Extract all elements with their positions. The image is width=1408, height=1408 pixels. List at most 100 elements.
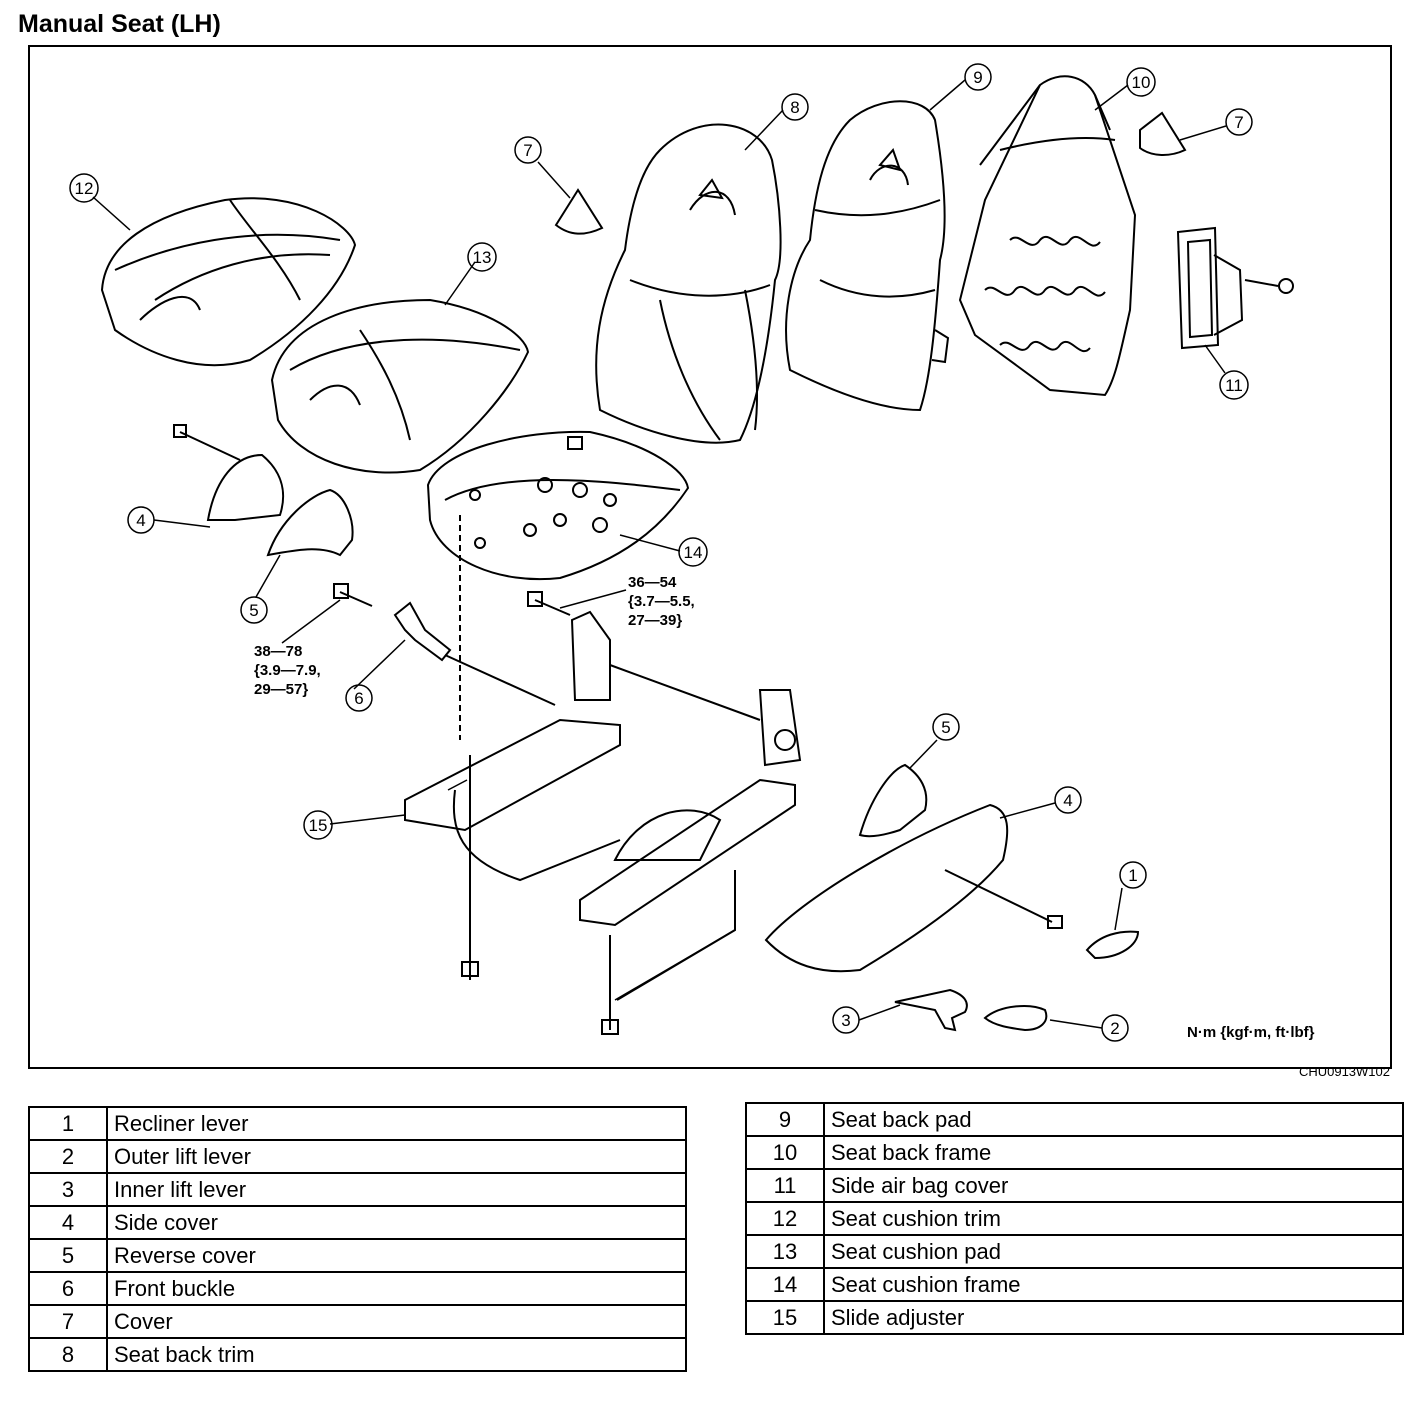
svg-text:6: 6 bbox=[354, 689, 363, 708]
part-number: 8 bbox=[28, 1337, 108, 1372]
side-cover-left-shape bbox=[206, 453, 285, 521]
part-name: Recliner lever bbox=[106, 1106, 687, 1141]
callout-14: 14 bbox=[678, 537, 708, 567]
part-name: Reverse cover bbox=[106, 1238, 687, 1273]
part-number: 11 bbox=[745, 1168, 825, 1203]
callout-13: 13 bbox=[467, 242, 497, 272]
part-name: Front buckle bbox=[106, 1271, 687, 1306]
part-name: Side cover bbox=[106, 1205, 687, 1240]
svg-text:7: 7 bbox=[523, 141, 532, 160]
callout-5-right: 5 bbox=[932, 713, 960, 741]
part-number: 7 bbox=[28, 1304, 108, 1339]
slide-adjuster-shape bbox=[404, 610, 802, 1035]
part-number: 14 bbox=[745, 1267, 825, 1302]
part-number: 9 bbox=[745, 1102, 825, 1137]
callout-6: 6 bbox=[345, 684, 373, 712]
torque-spec-36-54: 36—54 {3.7—5.5, 27—39} bbox=[628, 574, 695, 629]
cover-left-shape bbox=[554, 188, 604, 235]
svg-text:9: 9 bbox=[973, 68, 982, 87]
bolt-shapes bbox=[173, 424, 1063, 929]
callout-3: 3 bbox=[832, 1006, 860, 1034]
svg-text:11: 11 bbox=[1225, 376, 1243, 395]
callout-8: 8 bbox=[781, 93, 809, 121]
svg-text:4: 4 bbox=[1063, 791, 1072, 810]
callout-5-left: 5 bbox=[240, 596, 268, 624]
svg-text:2: 2 bbox=[1110, 1019, 1119, 1038]
svg-text:5: 5 bbox=[249, 601, 258, 620]
svg-text:13: 13 bbox=[473, 248, 492, 267]
leader-lines bbox=[92, 79, 1227, 1029]
callout-1: 1 bbox=[1119, 861, 1147, 889]
svg-text:8: 8 bbox=[790, 98, 799, 117]
svg-text:4: 4 bbox=[136, 511, 145, 530]
part-number: 2 bbox=[28, 1139, 108, 1174]
part-name: Seat back pad bbox=[823, 1102, 1404, 1137]
part-name: Cover bbox=[106, 1304, 687, 1339]
svg-text:3: 3 bbox=[841, 1011, 850, 1030]
reverse-cover-right-shape bbox=[858, 763, 928, 838]
side-cover-right-shape bbox=[764, 803, 1009, 973]
callout-9: 9 bbox=[964, 63, 992, 91]
part-name: Side air bag cover bbox=[823, 1168, 1404, 1203]
part-number: 6 bbox=[28, 1271, 108, 1306]
seat-cushion-trim-shape bbox=[100, 197, 357, 367]
svg-text:14: 14 bbox=[684, 543, 703, 562]
part-name: Seat cushion pad bbox=[823, 1234, 1404, 1269]
part-number: 4 bbox=[28, 1205, 108, 1240]
part-number: 10 bbox=[745, 1135, 825, 1170]
part-name: Seat cushion frame bbox=[823, 1267, 1404, 1302]
svg-text:10: 10 bbox=[1132, 73, 1151, 92]
callout-4-left: 4 bbox=[127, 506, 155, 534]
front-buckle-shape bbox=[393, 601, 556, 706]
part-number: 13 bbox=[745, 1234, 825, 1269]
part-number: 15 bbox=[745, 1300, 825, 1335]
part-name: Seat cushion trim bbox=[823, 1201, 1404, 1236]
svg-text:5: 5 bbox=[941, 718, 950, 737]
callout-2: 2 bbox=[1101, 1014, 1129, 1042]
svg-text:12: 12 bbox=[75, 179, 94, 198]
side-air-bag-cover-shape bbox=[1176, 226, 1294, 350]
cover-right-shape bbox=[1139, 111, 1187, 156]
part-number: 1 bbox=[28, 1106, 108, 1141]
callout-7-left: 7 bbox=[514, 136, 542, 164]
recliner-lever-shape bbox=[1085, 930, 1140, 960]
svg-text:1: 1 bbox=[1128, 866, 1137, 885]
reverse-cover-left-shape bbox=[266, 488, 354, 557]
part-name: Seat back trim bbox=[106, 1337, 687, 1372]
seat-cushion-pad-shape bbox=[270, 298, 530, 474]
diagram-code: CHU0913W102 bbox=[1298, 1064, 1390, 1079]
part-name: Seat back frame bbox=[823, 1135, 1404, 1170]
torque-units-note: N·m {kgf·m, ft·lbf} bbox=[1187, 1024, 1315, 1041]
diagram-frame bbox=[28, 45, 1392, 1069]
callout-12: 12 bbox=[69, 173, 99, 203]
svg-text:7: 7 bbox=[1234, 113, 1243, 132]
callout-7-right: 7 bbox=[1225, 108, 1253, 136]
part-number: 12 bbox=[745, 1201, 825, 1236]
seat-back-frame-shape bbox=[958, 75, 1137, 397]
seat-back-pad-shape bbox=[785, 100, 950, 412]
page-title: Manual Seat (LH) bbox=[18, 10, 221, 38]
part-name: Outer lift lever bbox=[106, 1139, 687, 1174]
outer-lift-lever-shape bbox=[983, 1005, 1048, 1032]
part-name: Slide adjuster bbox=[823, 1300, 1404, 1335]
part-number: 3 bbox=[28, 1172, 108, 1207]
inner-lift-lever-shape bbox=[894, 988, 968, 1032]
seat-back-trim-shape bbox=[595, 123, 782, 444]
